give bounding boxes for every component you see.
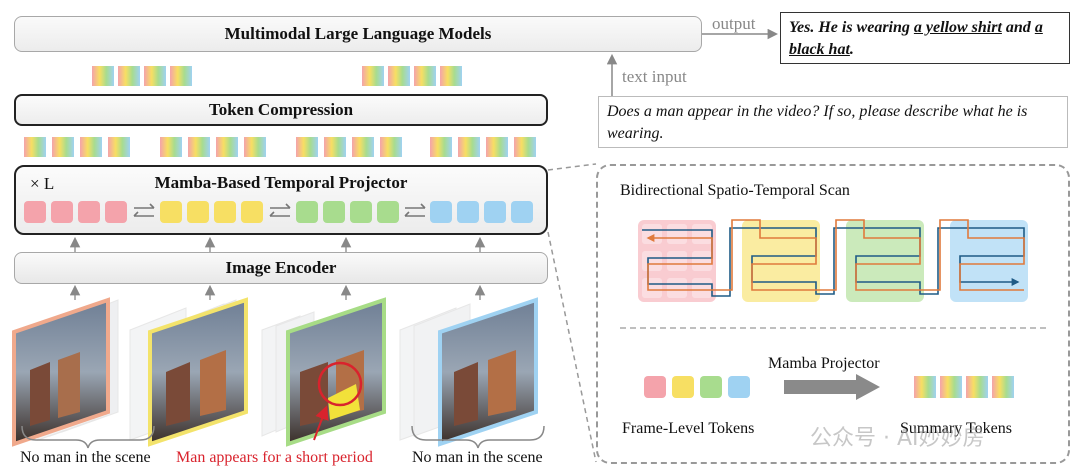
answer-highlight-hat: a black hat: [789, 19, 1043, 58]
braces: [21, 425, 545, 449]
output-label: output: [712, 14, 756, 33]
scan-backward-path: [646, 219, 1025, 291]
frame-level-tokens-legend: [644, 376, 750, 398]
video-frames: [12, 297, 538, 447]
answer-box: Yes. He is wearing a yellow shirt and a …: [780, 12, 1070, 64]
summary-tokens-legend: [914, 376, 1014, 398]
token-compression-title: Token Compression: [208, 100, 354, 119]
encoder-to-projector-arrows: [69, 236, 486, 252]
answer-highlight-shirt: a yellow shirt: [913, 19, 1002, 36]
image-encoder-box: Image Encoder: [14, 252, 548, 284]
layers-label: × L: [30, 174, 55, 193]
scan-forward-path: [642, 227, 1025, 297]
frame-level-tokens-label: Frame-Level Tokens: [622, 420, 755, 437]
answer-text-3: .: [849, 41, 854, 58]
frames-to-encoder-arrows: [69, 284, 486, 300]
mamba-projector-label: Mamba Projector: [768, 355, 880, 372]
bidirectional-arrows: [133, 203, 426, 217]
mamba-projector-title: Mamba-Based Temporal Projector: [154, 173, 408, 192]
image-encoder-title: Image Encoder: [225, 258, 337, 277]
scan-title: Bidirectional Spatio-Temporal Scan: [620, 182, 850, 199]
mamba-projector-arrow: [784, 374, 880, 400]
text-input-label: text input: [622, 67, 687, 86]
projector-output-tokens: [24, 137, 536, 157]
mllm-title: Multimodal Large Language Models: [224, 24, 492, 43]
compressed-tokens-top: [92, 66, 462, 86]
caption-middle: Man appears for a short period: [176, 449, 373, 466]
question-box: Does a man appear in the video? If so, p…: [598, 96, 1068, 148]
answer-text-1: Yes. He is wearing: [789, 19, 914, 36]
caption-left: No man in the scene: [20, 449, 151, 466]
watermark: 公众号 · AI妙妙房: [810, 426, 985, 451]
answer-text-2: and: [1001, 19, 1035, 36]
mllm-box: Multimodal Large Language Models: [14, 16, 702, 52]
scan-detail-panel: [596, 164, 1070, 464]
frame-tokens-in-projector: [24, 201, 533, 223]
token-compression-box: Token Compression: [14, 94, 548, 126]
caption-right: No man in the scene: [412, 449, 543, 466]
summary-tokens-label: Summary Tokens: [900, 420, 1012, 437]
mamba-projector-box: × L Mamba-Based Temporal Projector: [14, 165, 548, 235]
